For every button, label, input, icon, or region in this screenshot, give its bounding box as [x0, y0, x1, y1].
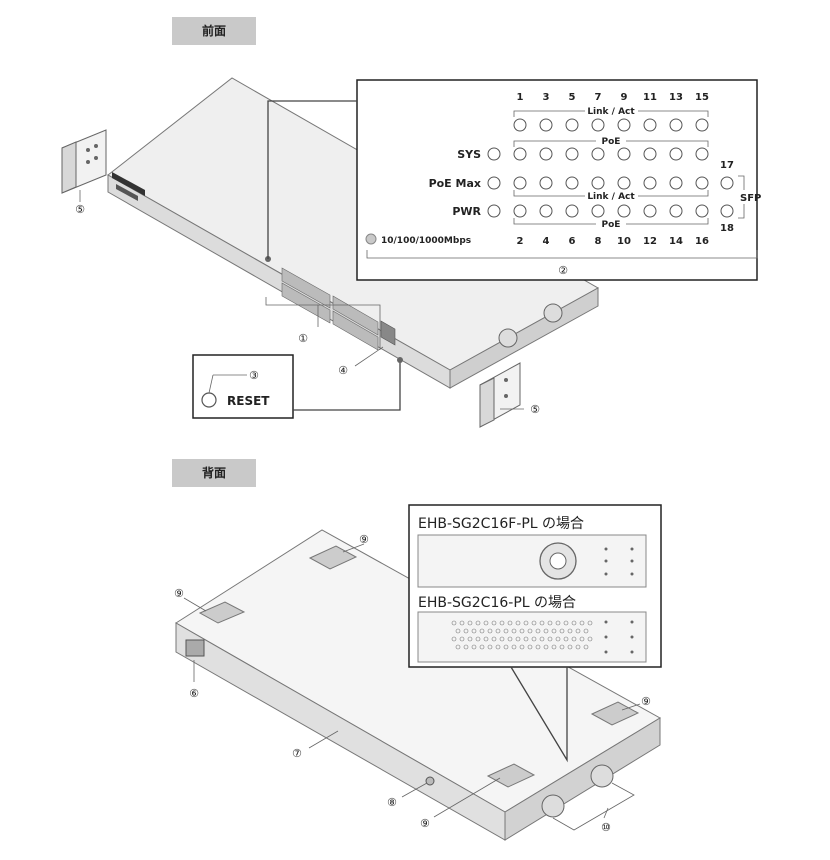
callout-5-left: ⑤ [75, 203, 85, 216]
model-a-label: EHB-SG2C16F-PL の場合 [418, 516, 584, 532]
port-number-12: 12 [643, 236, 657, 247]
callout-2-bracket: ② [366, 250, 758, 277]
callout-10: ⑩ [601, 821, 611, 834]
port-number-13: 13 [669, 92, 683, 103]
top-port-numbers: 1 3 5 7 9 11 13 15 [517, 92, 709, 103]
port-number-16: 16 [695, 236, 709, 247]
system-leds: SYS PoE Max PWR [429, 147, 501, 218]
callout-4: ④ [338, 346, 384, 377]
poe-max-label: PoE Max [429, 177, 481, 190]
callout-1-bracket: ① [265, 297, 381, 350]
bottom-port-numbers: 2 4 6 8 10 12 14 16 [517, 236, 709, 247]
callout-6: ⑥ [189, 687, 199, 700]
led-row-poe-top [513, 147, 709, 161]
sfp-18-label: 18 [720, 223, 734, 234]
port-number-3: 3 [543, 92, 550, 103]
speed-legend-label: 10/100/1000Mbps [381, 236, 471, 246]
port-number-6: 6 [569, 236, 576, 247]
back-callouts: ⑨ ⑨ ⑨ ⑨ ⑥ ⑦ ⑧ ⑩ [174, 533, 651, 834]
callout-5-right: ⑤ [530, 403, 540, 416]
pwr-label: PWR [452, 205, 481, 218]
reset-label: RESET [227, 394, 270, 408]
link-act-top-label: Link / Act [587, 107, 635, 117]
poe-top-group: PoE [513, 137, 709, 147]
port-number-5: 5 [569, 92, 576, 103]
led-panel-detail [267, 79, 758, 281]
poe-bottom-label: PoE [602, 220, 621, 230]
back-section-label: 背面 [172, 459, 256, 487]
model-b-label: EHB-SG2C16-PL の場合 [418, 595, 576, 611]
port-number-11: 11 [643, 92, 657, 103]
callout-8: ⑧ [387, 796, 397, 809]
port-number-15: 15 [695, 92, 709, 103]
link-act-top-group: Link / Act [513, 107, 709, 117]
callout-9-left: ⑨ [174, 587, 184, 600]
port-number-10: 10 [617, 236, 631, 247]
poe-top-label: PoE [602, 137, 621, 147]
rack-bracket-left [61, 129, 107, 202]
led-row-link-act-bottom [513, 176, 709, 190]
front-section-label: 前面 [172, 17, 256, 45]
sfp-18-led [720, 204, 734, 218]
port-number-7: 7 [595, 92, 602, 103]
rack-bracket-right [479, 362, 524, 428]
port-number-1: 1 [517, 92, 524, 103]
port-number-9: 9 [621, 92, 628, 103]
callout-2: ② [558, 264, 568, 277]
callout-9-bottom: ⑨ [420, 817, 430, 830]
led-row-poe-bottom [513, 204, 709, 218]
sys-led [487, 147, 501, 161]
speed-legend: 10/100/1000Mbps [365, 233, 471, 246]
link-act-bottom-label: Link / Act [587, 192, 635, 202]
port-number-2: 2 [517, 236, 524, 247]
sfp-leds: 17 18 SFP [720, 160, 761, 234]
led-row-link-act-top [513, 118, 709, 132]
callout-1: ① [298, 332, 308, 345]
pwr-led [487, 204, 501, 218]
poe-bottom-group: PoE [513, 218, 709, 230]
sys-label: SYS [457, 148, 481, 161]
svg-text:④: ④ [338, 364, 348, 377]
back-model-inset: EHB-SG2C16F-PL の場合 EHB-SG2C16-PL の場合 [408, 504, 662, 763]
port-number-4: 4 [543, 236, 550, 247]
port-number-8: 8 [595, 236, 602, 247]
port-number-14: 14 [669, 236, 683, 247]
callout-3: ③ [249, 369, 259, 382]
sfp-17-led [720, 176, 734, 190]
poe-max-led [487, 176, 501, 190]
reset-detail: RESET ③ [192, 354, 403, 419]
link-act-bottom-group: Link / Act [513, 190, 709, 202]
sfp-label: SFP [740, 193, 761, 204]
callout-9-right: ⑨ [641, 695, 651, 708]
sfp-17-label: 17 [720, 160, 734, 171]
callout-7: ⑦ [292, 747, 302, 760]
callout-9-top: ⑨ [359, 533, 369, 546]
